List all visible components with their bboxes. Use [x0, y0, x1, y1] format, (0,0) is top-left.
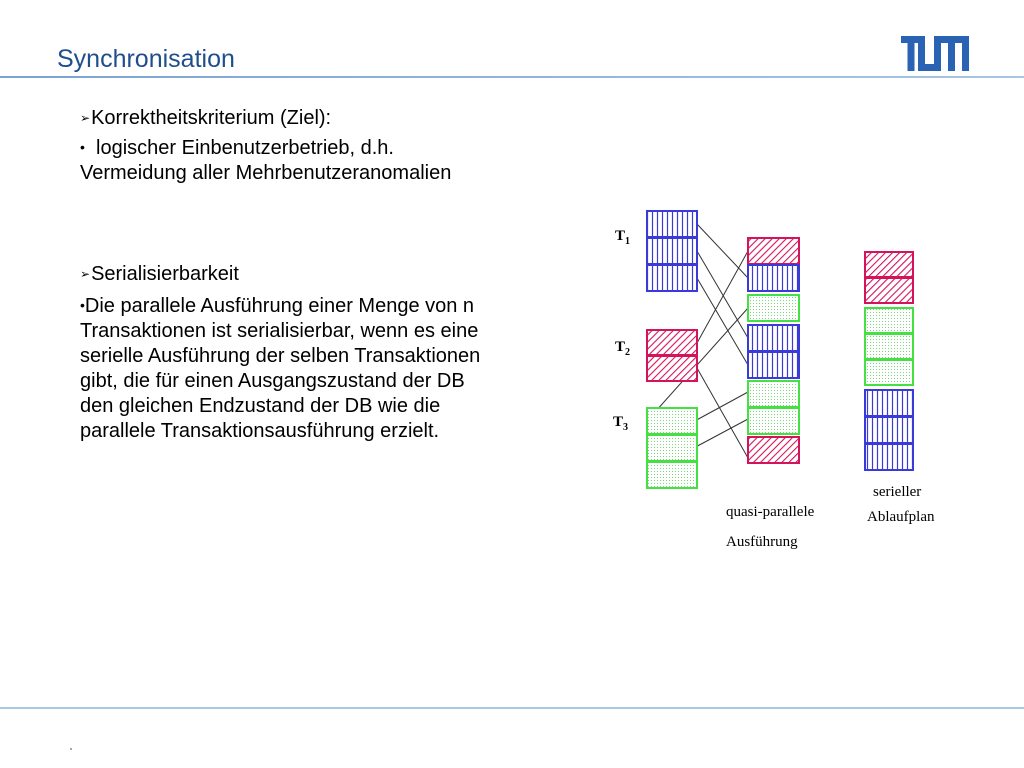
arrow-bullet-icon: ➢	[80, 111, 91, 125]
transaction-t2-steps	[646, 329, 698, 382]
label-quasi-parallel-2: Ausführung	[726, 534, 798, 550]
bullet-einbenutzer-cont: Vermeidung aller Mehrbenutzeranomalien	[80, 162, 452, 184]
bullet-serialisierbarkeit: ➢Serialisierbarkeit	[80, 262, 600, 287]
serial-schedule	[864, 251, 914, 471]
quasi-parallel-schedule	[747, 237, 800, 464]
definition-line: •Die parallele Ausführung einer Menge vo…	[80, 295, 475, 317]
label-t1: T1	[615, 228, 630, 247]
label-t3: T3	[613, 414, 628, 433]
label-t2: T2	[615, 339, 630, 358]
definition-line: parallele Transaktionsausführung erzielt…	[80, 420, 440, 442]
header-divider	[0, 76, 1024, 78]
footer-divider	[0, 707, 1024, 709]
dot-bullet-icon: •	[80, 297, 85, 313]
dot-bullet-icon: •	[80, 139, 85, 155]
arrow-bullet-icon: ➢	[80, 267, 91, 281]
bullet-korrektheit: ➢Korrektheitskriterium (Ziel):	[80, 106, 600, 131]
schedule-diagram: T1 T2 T3 quasi-parallele Ausführung seri…	[613, 210, 935, 550]
bullet-einbenutzer: • logischer Einbenutzerbetrieb, d.h.	[80, 135, 600, 161]
slide-title: Synchronisation	[57, 45, 235, 73]
transaction-t1-steps	[646, 210, 698, 292]
footer-mark	[70, 748, 72, 750]
definition-line: gibt, die für einen Ausgangszustand der …	[80, 370, 465, 392]
slide-content: ➢Korrektheitskriterium (Ziel): • logisch…	[80, 106, 600, 444]
definition-line: Transaktionen ist serialisierbar, wenn e…	[80, 320, 479, 342]
transaction-t3-steps	[646, 407, 698, 489]
bullet-text: Serialisierbarkeit	[91, 263, 239, 285]
bullet-text: logischer Einbenutzerbetrieb, d.h.	[96, 137, 394, 159]
definition-line: den gleichen Endzustand der DB wie die	[80, 395, 441, 417]
label-serial-2: Ablaufplan	[867, 509, 935, 525]
bullet-text: Korrektheitskriterium (Ziel):	[91, 107, 332, 129]
label-quasi-parallel: quasi-parallele	[726, 504, 815, 520]
tum-logo	[901, 36, 969, 71]
definition-line: serielle Ausführung der selben Transakti…	[80, 345, 481, 367]
label-serial: serieller	[873, 484, 921, 500]
